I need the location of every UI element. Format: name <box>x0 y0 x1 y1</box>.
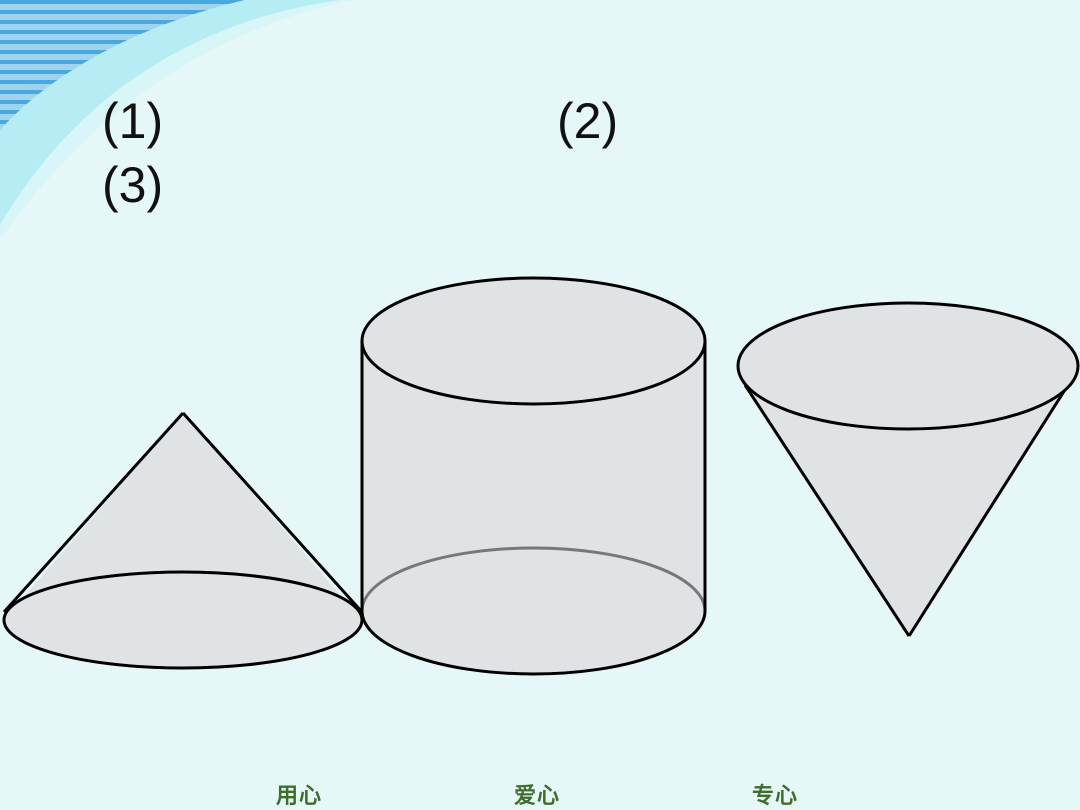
inverted-cone-right-edge <box>907 384 1070 637</box>
label-2: (2) <box>557 93 619 149</box>
striped-band <box>0 0 245 130</box>
cone-left-edge <box>2 411 185 614</box>
footer-word-2: 爱心 <box>514 783 561 809</box>
inverted-cone-surface <box>745 385 1068 636</box>
cylinder-figure <box>360 276 707 676</box>
footer-word-1: 用心 <box>276 783 323 809</box>
cylinder-top <box>360 276 707 406</box>
cone-figure <box>2 411 364 670</box>
footer-word-3: 专心 <box>752 783 799 809</box>
cone-base <box>2 570 364 670</box>
inverted-cone-left-edge <box>743 384 911 637</box>
label-3: (3) <box>102 157 164 213</box>
cylinder-bottom-back <box>360 546 707 612</box>
corner-decoration <box>0 0 355 240</box>
light-swoosh <box>0 0 340 225</box>
inverted-cone-top <box>736 301 1080 431</box>
cone-right-edge <box>181 411 364 614</box>
cylinder-bottom-front <box>360 610 707 676</box>
inverted-cone-figure <box>736 301 1080 637</box>
label-1: (1) <box>102 93 164 149</box>
cone-lateral-surface <box>4 413 362 620</box>
